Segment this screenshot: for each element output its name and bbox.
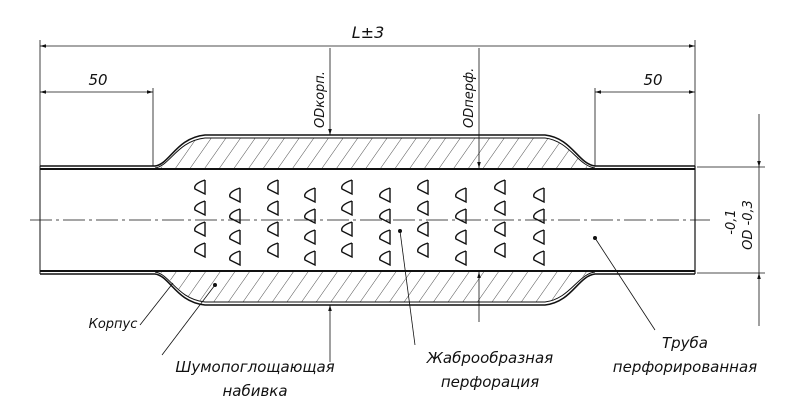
gill-louver: [494, 242, 506, 259]
perforated-pipe: [30, 166, 710, 274]
gill-louver: [304, 250, 316, 267]
gill-louver: [379, 250, 391, 267]
label-gill-1: Жаброобразная: [426, 349, 553, 367]
gill-louver: [267, 242, 279, 259]
gill-louver: [229, 208, 241, 225]
gill-louver: [417, 221, 429, 238]
gill-louver: [341, 200, 353, 217]
gill-louver: [494, 179, 506, 196]
gill-louver: [341, 179, 353, 196]
gill-louver: [379, 229, 391, 246]
gill-louver: [341, 221, 353, 238]
gill-louver: [229, 187, 241, 204]
gill-louver: [304, 208, 316, 225]
label-body: Корпус: [89, 317, 138, 332]
dim-right-end: 50: [643, 71, 662, 89]
gill-louver: [229, 250, 241, 267]
gill-louver: [494, 221, 506, 238]
gill-louver: [267, 179, 279, 196]
gill-louver: [379, 208, 391, 225]
label-pipe-1: Труба: [662, 334, 708, 352]
gill-louver: [267, 221, 279, 238]
gill-louver: [267, 200, 279, 217]
dim-od-body: ODкорп.: [313, 71, 328, 128]
gill-louver: [194, 200, 206, 217]
label-gill-2: перфорация: [441, 373, 539, 391]
gill-louver: [533, 208, 545, 225]
gill-louver: [229, 229, 241, 246]
gill-louver: [417, 200, 429, 217]
packing-top: [158, 138, 592, 168]
packing-bottom: [158, 272, 592, 302]
dim-od-perf: ODперф.: [462, 68, 477, 128]
label-packing-2: набивка: [222, 382, 287, 400]
casing: [40, 134, 695, 306]
gill-louver: [533, 187, 545, 204]
gill-perforations: [194, 179, 545, 267]
gill-louver: [455, 229, 467, 246]
gill-louver: [194, 221, 206, 238]
gill-louver: [304, 187, 316, 204]
gill-louver: [533, 250, 545, 267]
gill-louver: [304, 229, 316, 246]
gill-louver: [194, 242, 206, 259]
dim-overall-length: L±3: [352, 23, 385, 42]
dim-left-end: 50: [88, 71, 107, 89]
label-pipe-2: перфорированная: [613, 358, 757, 376]
gill-louver: [455, 250, 467, 267]
gill-louver: [417, 179, 429, 196]
gill-louver: [455, 208, 467, 225]
gill-louver: [455, 187, 467, 204]
gill-louver: [379, 187, 391, 204]
gill-louver: [194, 179, 206, 196]
gill-louver: [533, 229, 545, 246]
leader-lines: [139, 228, 656, 356]
dim-od-tol-upper: -0,1: [724, 209, 739, 234]
dimension-lines: [39, 40, 765, 362]
dim-od-tol: OD -0,3: [741, 200, 756, 250]
label-packing-1: Шумопоглощающая: [175, 358, 334, 376]
gill-louver: [341, 242, 353, 259]
gill-louver: [417, 242, 429, 259]
gill-louver: [494, 200, 506, 217]
